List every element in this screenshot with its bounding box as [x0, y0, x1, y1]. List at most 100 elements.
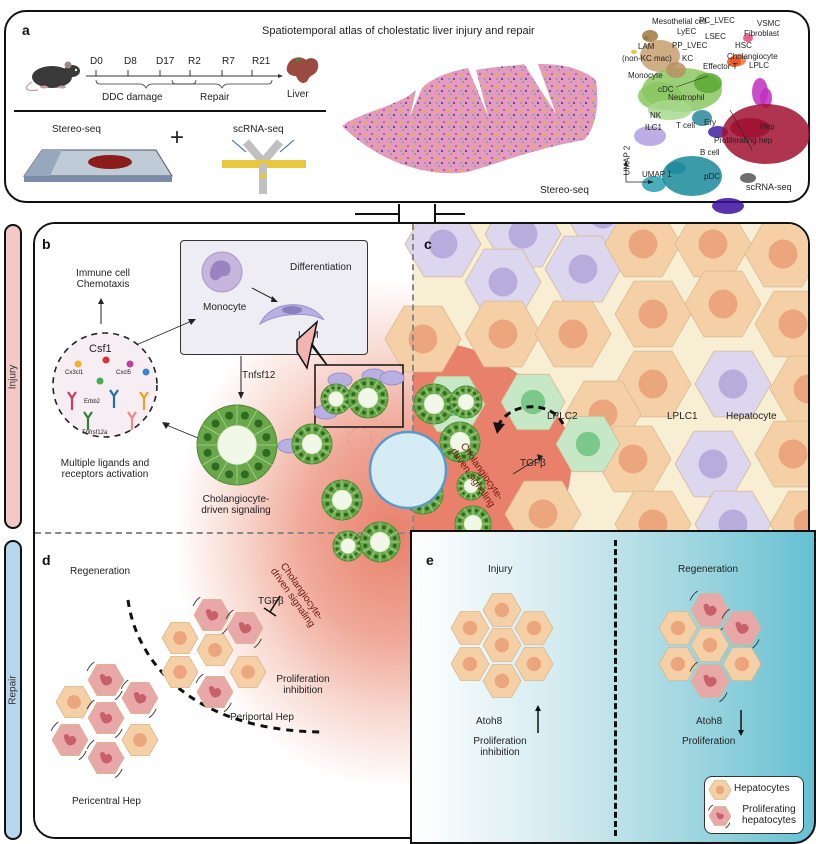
mouse-icon	[25, 61, 80, 92]
proliferating-hepatocyte	[689, 661, 730, 703]
zoom-inset-box	[314, 364, 404, 428]
umap-cluster	[760, 88, 772, 108]
cxcl5-label: Cxcl5	[116, 370, 132, 376]
pericentral-hep-label: Pericentral Hep	[72, 796, 141, 807]
proliferating-hepatocyte	[721, 608, 762, 650]
timepoint-r7: R7	[222, 56, 235, 67]
panel-d-label: d	[42, 552, 51, 568]
umap-label: ILC1	[645, 123, 662, 132]
cholangiocyte-duct	[320, 383, 352, 415]
lplc1-cell	[404, 224, 482, 278]
hepatocyte-cell	[55, 686, 93, 719]
regeneration-label-d: Regeneration	[70, 566, 131, 577]
timepoint-r21: R21	[252, 56, 271, 67]
cholangiocyte-duct	[439, 421, 481, 463]
umap-label: NK	[650, 111, 662, 120]
monocyte-lam-illustration	[201, 251, 325, 326]
legend-icons	[708, 780, 732, 829]
cholangiocyte-duct	[449, 385, 483, 419]
ligand-receptor-circle	[52, 332, 158, 438]
umap-cluster	[642, 30, 658, 42]
injury-regeneration-divider	[614, 540, 617, 836]
cholangiocyte-duct	[359, 521, 401, 563]
periportal-hep-label: Periportal Hep	[230, 712, 294, 723]
stereo-seq-tissue-map	[342, 64, 598, 174]
down-arrow-icon	[738, 710, 744, 736]
hepatocyte-cell	[161, 656, 199, 688]
zone-boundary-dashed-line	[126, 599, 321, 734]
umap-label: B cell	[700, 148, 720, 157]
umap-label: LyEC	[677, 27, 697, 36]
hepatocyte-cell	[684, 270, 762, 338]
proliferating-hepatocyte	[86, 699, 125, 739]
proliferating-hepatocyte	[86, 661, 125, 701]
prolif-d-line-2: inhibition	[283, 685, 323, 696]
atoh8-label-right: Atoh8	[696, 716, 723, 727]
lplc1-label: LPLC1	[667, 411, 698, 422]
portal-tract-illustration	[277, 319, 483, 563]
umap-label: Monocyte	[628, 71, 663, 80]
differentiation-label: Differentiation	[290, 262, 352, 273]
panel-e-illustration	[450, 590, 762, 703]
umap-cluster	[634, 126, 666, 146]
arrowhead	[537, 454, 543, 462]
prolif-e-line-2: inhibition	[480, 747, 520, 758]
prolif-e-line-1: Proliferation	[473, 736, 527, 747]
hepatocyte-cell	[674, 224, 752, 278]
chemotaxis-arrow	[98, 298, 104, 324]
cholangiocyte-duct	[321, 479, 363, 521]
erbb2-label: Erbb2	[84, 399, 101, 405]
umap-label: Hep	[760, 122, 775, 131]
cholangiocyte-duct	[291, 423, 333, 465]
multiple-ligands-label: Multiple ligands and receptors activatio…	[40, 458, 170, 480]
plus-sign: +	[170, 124, 185, 151]
proliferating-hepatocyte	[195, 673, 234, 713]
timepoint-d8: D8	[124, 56, 137, 67]
immune-line-2: Chemotaxis	[76, 279, 130, 290]
signaling-curved-arrow	[497, 405, 565, 425]
tgfb-arrow	[512, 457, 540, 475]
proliferating-hepatocyte	[86, 739, 125, 779]
umap-label: LPLC	[749, 61, 770, 70]
lam-cell	[379, 370, 405, 386]
cholangiocyte-duct-icon	[196, 404, 278, 486]
cholangiocyte-signaling-label-b: Cholangiocyte- driven signaling	[186, 494, 286, 516]
umap-label: Effector T	[703, 62, 738, 71]
chol-b-line-2: driven signaling	[201, 505, 271, 516]
hepatocyte-cell	[722, 647, 762, 681]
hepatocyte-cell	[614, 280, 692, 348]
hepatocyte-label: Hepatocyte	[726, 411, 777, 422]
cholangiocyte-duct	[332, 530, 364, 562]
legend-hepatocytes: Hepatocytes	[734, 783, 790, 794]
hepatocyte-cell	[708, 780, 732, 800]
lplc2-label: LPLC2	[547, 411, 578, 422]
tgfb-label-d: TGFβ	[258, 596, 284, 607]
injury-label-e: Injury	[488, 564, 513, 575]
tnfsf12-arrow	[238, 356, 244, 399]
umap-label: Fibroblast	[744, 29, 780, 38]
hepatocyte-cell	[614, 350, 692, 418]
proliferation-inhibition-label-d: Proliferation inhibition	[268, 674, 338, 696]
proliferating-hepatocyte	[708, 804, 732, 829]
atoh8-label-left: Atoh8	[476, 716, 503, 727]
umap-label: LAM	[638, 42, 655, 51]
panel-a-label: a	[22, 22, 30, 38]
umap-label: VSMC	[757, 19, 781, 28]
hepatocyte-cell	[229, 656, 267, 688]
method-scrna-seq: scRNA-seq	[233, 124, 284, 135]
injury-repair-divider	[35, 532, 415, 534]
umap-cluster	[692, 110, 712, 126]
umap-cluster	[631, 50, 637, 54]
arrowhead	[493, 422, 505, 434]
panel-c-label: c	[424, 236, 432, 252]
hepatocyte-cell	[658, 647, 698, 681]
umap-label: PP_LVEC	[672, 41, 708, 50]
up-arrow-icon	[535, 705, 541, 733]
stereo-seq-caption: Stereo-seq	[540, 185, 589, 196]
hepatocyte-cell	[690, 628, 730, 662]
panel-b-label: b	[42, 236, 51, 252]
hepatocyte-cell	[384, 305, 462, 373]
panel-d-illustration	[50, 595, 321, 779]
method-stereo-seq: Stereo-seq	[52, 124, 101, 135]
umap-cluster	[712, 198, 744, 214]
